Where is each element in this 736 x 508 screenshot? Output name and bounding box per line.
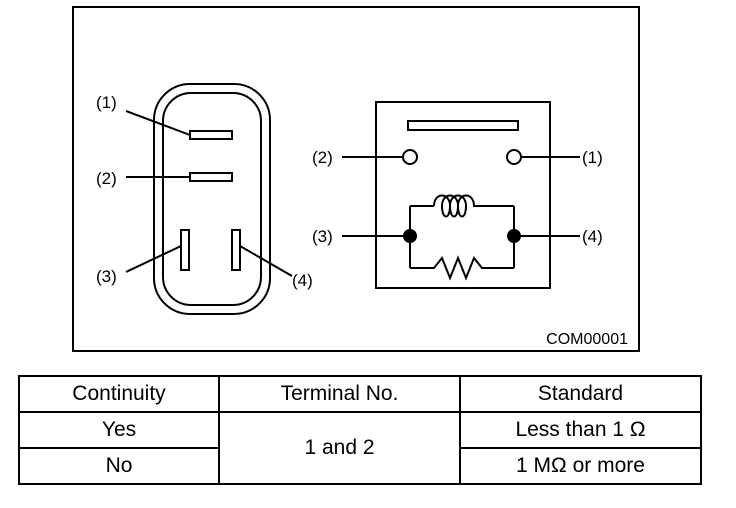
cell-continuity: No: [18, 447, 220, 485]
continuity-spec-table: Continuity Terminal No. Standard Yes 1 a…: [18, 375, 702, 485]
relay-terminal-2: [402, 149, 418, 165]
relay-label-1: (1): [582, 148, 603, 167]
table-row: Yes 1 and 2 Less than 1 Ω: [18, 411, 702, 485]
header-standard: Standard: [459, 375, 702, 413]
connector-view: [125, 83, 293, 315]
relay-body: [375, 101, 551, 289]
connector-outer-outline: [153, 83, 271, 315]
cell-standard: Less than 1 Ω: [459, 411, 702, 449]
connector-terminal-4: [231, 229, 241, 271]
connector-leader-3: [125, 245, 182, 273]
relay-schematic: [342, 101, 580, 289]
connector-label-4: (4): [292, 271, 313, 290]
connector-leader-4: [239, 245, 293, 277]
relay-terminal-1: [506, 149, 522, 165]
connector-label-3: (3): [96, 267, 117, 286]
connector-terminal-2: [189, 172, 233, 182]
connector-label-1: (1): [96, 93, 117, 112]
figure-code: COM00001: [546, 331, 628, 348]
header-continuity: Continuity: [18, 375, 220, 413]
cell-continuity: Yes: [18, 411, 220, 449]
relay-resistor: [410, 255, 514, 281]
connector-terminal-3: [180, 229, 190, 271]
relay-terminal-4: [507, 229, 521, 243]
connector-label-2: (2): [96, 169, 117, 188]
connector-leader-1: [125, 110, 191, 136]
relay-label-2: (2): [312, 148, 333, 167]
relay-label-4: (4): [582, 227, 603, 246]
header-terminal-no: Terminal No.: [218, 375, 461, 413]
connector-inner-outline: [162, 92, 262, 306]
relay-coil: [433, 194, 482, 218]
relay-label-3: (3): [312, 227, 333, 246]
relay-contact-bar: [407, 120, 519, 131]
connector-terminal-1: [189, 130, 233, 140]
table-header-row: Continuity Terminal No. Standard: [18, 375, 702, 413]
cell-standard: 1 MΩ or more: [459, 447, 702, 485]
relay-diagram-figure: (1) (2) (3) (4) (2) (1) (3) (4) COM00001: [72, 6, 640, 352]
relay-terminal-3: [403, 229, 417, 243]
relay-diagram: (1) (2) (3) (4) (2) (1) (3) (4) COM00001: [96, 83, 628, 348]
table-row: No 1 MΩ or more: [18, 447, 702, 485]
cell-terminal: 1 and 2: [218, 411, 461, 485]
